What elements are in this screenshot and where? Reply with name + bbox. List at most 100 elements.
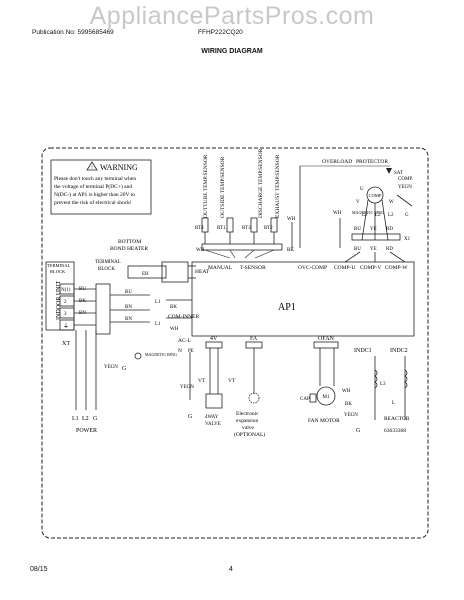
cominner-label: COM-INNER: [168, 314, 199, 320]
warning-triangle-icon: [86, 161, 98, 171]
warning-heading: WARNING: [100, 163, 138, 172]
warning-line-1: Please don't touch any terminal when: [54, 176, 136, 182]
comp-leads: [339, 194, 413, 248]
bu-label-comp2: BU: [354, 247, 361, 252]
protector-label: PROTECTOR: [356, 159, 388, 165]
footer-page: 4: [229, 566, 233, 573]
sensor-rt4: [201, 217, 209, 244]
tsensor-label: T-SENSOR: [240, 265, 266, 271]
terminal-block-label-1: TERMINAL: [47, 263, 70, 268]
ap1-label: AP1: [278, 302, 296, 313]
x1-connector: [351, 233, 401, 241]
fan-motor-label: FAN MOTOR: [308, 418, 340, 424]
l2-label-a: L2: [362, 213, 368, 218]
watermark: AppliancePartsPros.com: [89, 2, 375, 30]
wh-label-sensor: WH: [287, 217, 296, 222]
yegn-label-left: YEGN: [104, 365, 118, 370]
eev-label-1: Electronic: [236, 411, 259, 417]
w-label: W: [389, 200, 394, 205]
terminal-ground: ⏚: [63, 323, 69, 330]
acl-label: AC-L: [178, 338, 191, 344]
footer-date: 08/15: [30, 566, 48, 573]
fourway-label-2: VALVE: [205, 422, 221, 427]
bottom-heater-label-1: BOTTOM: [118, 239, 141, 245]
fourv-connector: [205, 341, 223, 349]
u-label: U: [360, 187, 364, 192]
l3-label: L3: [380, 382, 386, 387]
indoor-unit-label: INDOOR UNIT: [56, 281, 62, 320]
capacitor-icon: [309, 393, 317, 403]
yegn-fan: YEGN: [344, 413, 358, 418]
g-label-left: G: [122, 366, 127, 372]
outdoor-terminal-block: [95, 283, 111, 335]
xt-label: XT: [62, 341, 70, 347]
terminal-block-2-a: TERMINAL: [95, 260, 121, 265]
heater-icon: [161, 261, 189, 283]
terminal-2: 2: [64, 300, 67, 305]
wh-fan: WH: [342, 389, 351, 394]
g-label-fan: G: [356, 428, 361, 434]
eh-label: EH: [142, 272, 149, 277]
terminal-block-label-2: BLOCK: [50, 269, 66, 274]
rd-label-comp: RD: [386, 227, 393, 232]
vt-label-1: VT: [198, 378, 206, 384]
rt3-label: RT3: [242, 226, 251, 231]
warning-exclaim: !: [91, 166, 93, 171]
eev-icon: [248, 392, 260, 404]
g-label-center: G: [188, 414, 193, 420]
sensor-rt3: [250, 217, 258, 244]
l2-label-c: L2: [388, 213, 394, 218]
rt1-label: RT1: [217, 226, 226, 231]
sensor-label-discharge: DISCHARGE TEMP.SENSOR: [258, 148, 264, 218]
magnetic-ring-icon: [134, 352, 142, 360]
ovc-label: OVC-COMP: [298, 265, 327, 271]
terminal-3: 3: [64, 312, 67, 317]
compw-label: COMP-W: [385, 265, 408, 271]
n-label: N: [178, 348, 182, 354]
sensor-label-outtube: OUTTUBE TEMP.SENSOR: [203, 154, 209, 218]
fa-connector: [245, 341, 263, 349]
power-l1: L1: [72, 416, 79, 422]
eev-label-2: expansion: [236, 418, 259, 424]
yegn-label-top: YEGN: [398, 185, 412, 190]
overload-label: OVERLOAD: [322, 159, 352, 165]
l1-coil-label-2: L1: [155, 322, 161, 327]
indc2-label: INDC2: [390, 348, 408, 354]
rt2-label: RT2: [264, 226, 273, 231]
sensor-label-exhaust: EXHAUST TEMP.SENSOR: [275, 154, 281, 218]
ap1-board: [191, 261, 415, 337]
fa-label: FA: [250, 336, 258, 342]
x1-label: X1: [404, 237, 411, 242]
bk-fan: BK: [345, 402, 352, 407]
bk-wire-2: BK: [170, 305, 177, 310]
bn-wire-2: BN: [125, 305, 132, 310]
wh-wire-2: WH: [170, 327, 179, 332]
l-label: L: [392, 401, 395, 406]
warning-line-2: the voltage of terminal P(DC+) and: [54, 183, 132, 190]
l1-coil-label: L1: [155, 300, 161, 305]
lower-wires: [189, 348, 406, 420]
fan-motor-icon: [316, 386, 336, 406]
pe-label: PE: [188, 349, 194, 354]
warning-line-4: prevent the risk of electrical shock!: [54, 199, 132, 206]
yegn-label-center: YEGN: [180, 385, 194, 390]
bottom-heater-label-2: BOND HEATER: [110, 246, 148, 252]
diagram-border: [41, 147, 429, 539]
heater-element: [127, 265, 167, 279]
sat-icon: [386, 168, 392, 174]
ye-label-comp: YE: [370, 227, 377, 232]
eev-label-3: valve: [242, 425, 254, 431]
wh-label-2: WH: [196, 248, 205, 253]
sensor-rt2: [270, 217, 278, 244]
compu-label: COMP-U: [334, 265, 355, 271]
heat-label: HEAT: [195, 269, 210, 275]
m1-label: M1: [323, 395, 330, 400]
fourway-label-1: 4WAY: [205, 415, 219, 420]
warning-line-3: N(DC-) at AP1 is higher than 20V to: [54, 191, 135, 198]
bn-wire-3: BN: [125, 317, 132, 322]
fourv-label: 4V: [210, 336, 218, 342]
power-wires: [75, 330, 97, 410]
eev-label-4: (OPTIONAL): [234, 431, 265, 438]
sensor-rt1: [226, 217, 234, 244]
